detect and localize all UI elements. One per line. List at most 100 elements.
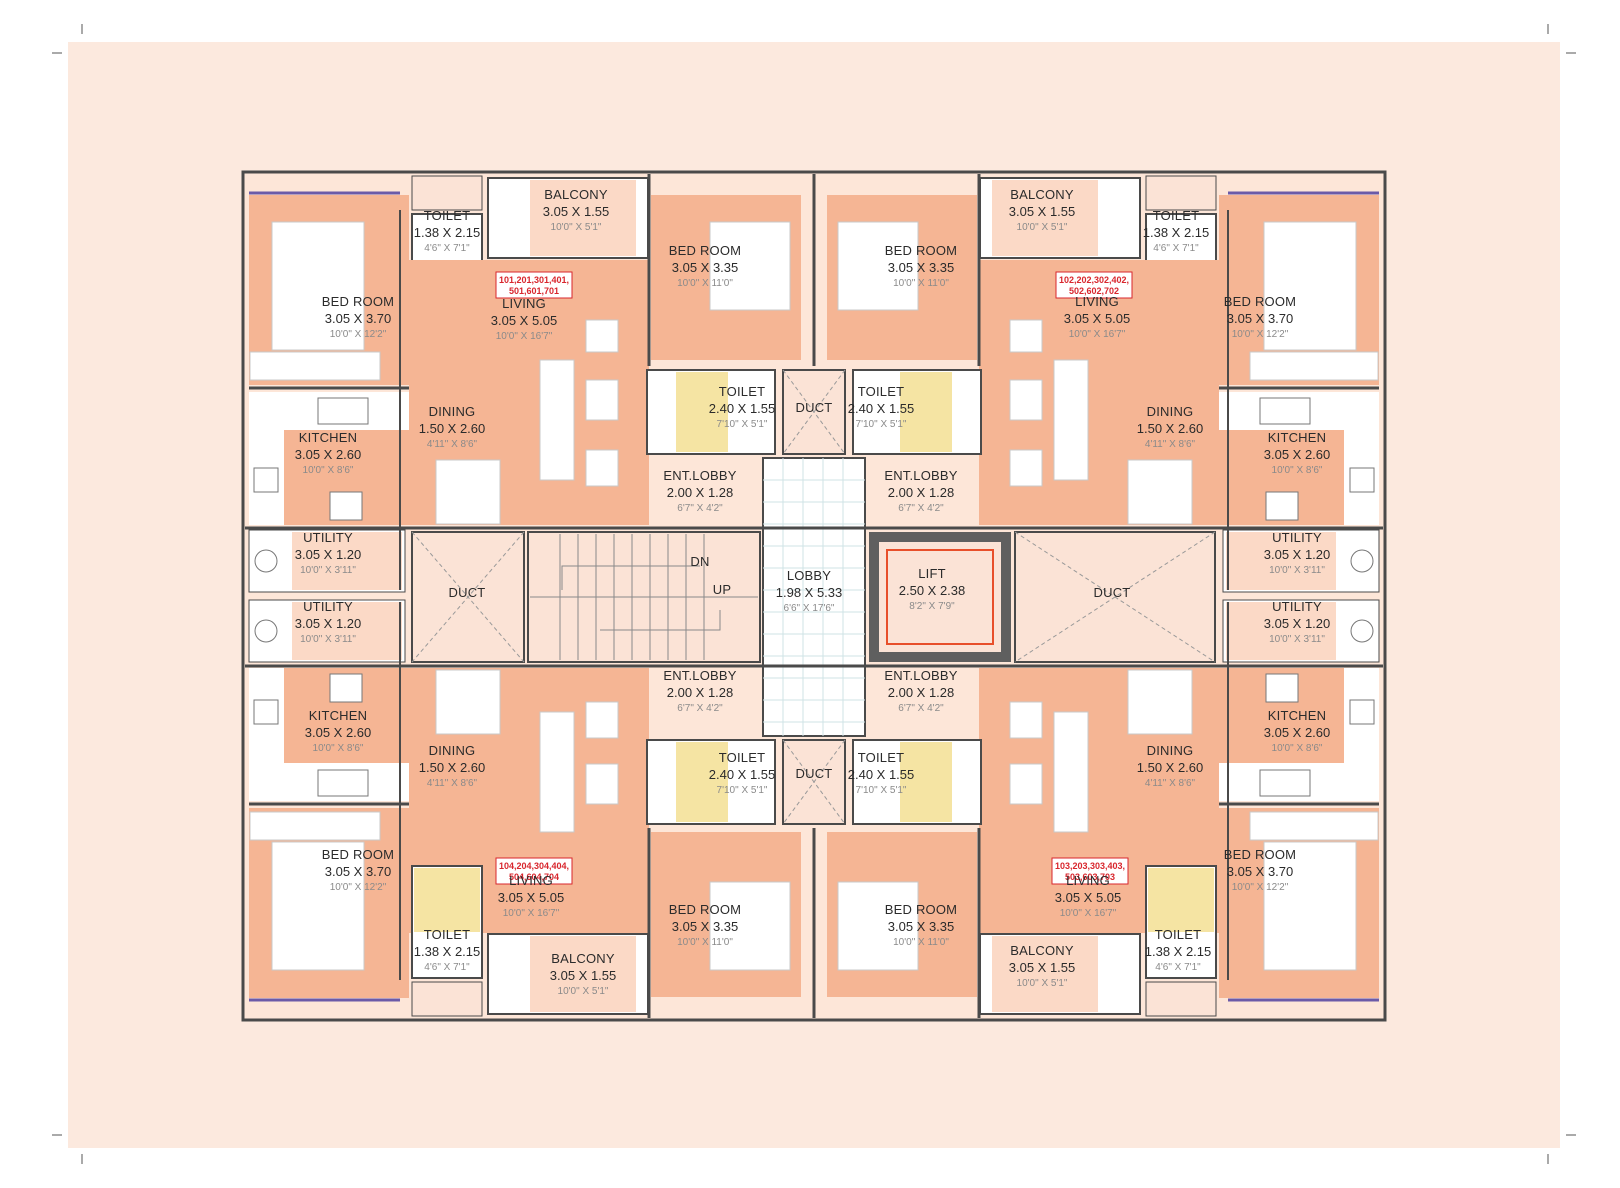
room-imp-text: 10'0" X 3'11" [300,634,356,645]
room-imp-text: 7'10" X 5'1" [717,785,768,796]
room-name-text: LIVING [509,873,553,888]
room-name-text: DUCT [1094,585,1131,600]
room-name-text: KITCHEN [299,430,357,445]
room-imp-text: 10'0" X 8'6" [1272,465,1323,476]
room-name-text: TOILET [719,384,765,399]
room-met-text: 3.05 X 2.60 [1264,725,1331,740]
room-name-text: BALCONY [551,951,615,966]
core [411,369,1216,825]
room-name-text: TOILET [719,750,765,765]
room-met-text: 3.05 X 3.35 [888,919,955,934]
room-name-text: DINING [429,743,476,758]
room-label-br-bed2: BED ROOM 3.05 X 3.35 10'0" X 11'0" [885,902,957,948]
room-imp-text: 10'0" X 5'1" [1017,978,1068,989]
room-name-text: LIFT [918,566,946,581]
room-name-text: KITCHEN [1268,430,1326,445]
room-name-text: BED ROOM [322,294,394,309]
room-met-text: 3.05 X 3.35 [672,919,739,934]
stair-up-label: UP [713,582,731,597]
room-met-text: 3.05 X 3.35 [672,260,739,275]
room-name-text: BALCONY [544,187,608,202]
room-name-text: UTILITY [1272,530,1322,545]
room-imp-text: 10'0" X 8'6" [1272,743,1323,754]
room-met-text: 3.05 X 3.70 [325,311,392,326]
room-met-text: 1.50 X 2.60 [419,760,486,775]
unit-top-left: 101,201,301,401,501,601,701 [248,175,801,593]
room-name-text: TOILET [424,927,470,942]
room-name-text: BALCONY [1010,187,1074,202]
room-label-tl-bed2: BED ROOM 3.05 X 3.35 10'0" X 11'0" [669,243,741,289]
room-imp-text: 10'0" X 12'2" [1232,329,1289,340]
room-name-text: UTILITY [1272,599,1322,614]
room-name-text: BED ROOM [885,902,957,917]
crop-marks [52,24,1576,1164]
room-imp-text: 10'0" X 8'6" [303,465,354,476]
room-imp-text: 4'6" X 7'1" [1155,962,1201,973]
room-imp-text: 10'0" X 5'1" [558,986,609,997]
room-label-bl-living: LIVING 3.05 X 5.05 10'0" X 16'7" [498,873,565,919]
room-met-text: 3.05 X 5.05 [1055,890,1122,905]
room-imp-text: 10'0" X 3'11" [1269,634,1325,645]
room-imp-text: 4'6" X 7'1" [1153,243,1199,254]
room-imp-text: 10'0" X 8'6" [313,743,364,754]
room-name-text: UTILITY [303,530,353,545]
room-met-text: 3.05 X 1.20 [1264,616,1331,631]
room-imp-text: 10'0" X 16'7" [503,908,560,919]
room-met-text: 2.50 X 2.38 [899,583,966,598]
room-met-text: 1.50 X 2.60 [419,421,486,436]
room-name-text: BED ROOM [669,243,741,258]
room-met-text: 1.50 X 2.60 [1137,421,1204,436]
room-imp-text: 10'0" X 16'7" [1060,908,1117,919]
room-met-text: 1.98 X 5.33 [776,585,843,600]
room-label-duct-right: DUCT [1094,585,1131,600]
room-imp-text: 4'11" X 8'6" [1145,439,1196,450]
room-imp-text: 7'10" X 5'1" [856,419,907,430]
room-met-text: 1.38 X 2.15 [414,944,481,959]
room-imp-text: 10'0" X 12'2" [1232,882,1289,893]
room-met-text: 3.05 X 5.05 [498,890,565,905]
room-imp-text: 6'6" X 17'6" [784,603,835,614]
room-name-text: KITCHEN [309,708,367,723]
room-imp-text: 6'7" X 4'2" [898,703,944,714]
room-name-text: BED ROOM [1224,847,1296,862]
room-imp-text: 10'0" X 11'0" [893,937,949,948]
room-met-text: 2.00 X 1.28 [667,685,734,700]
room-met-text: 2.00 X 1.28 [888,485,955,500]
unit-number-tag: 101,201,301,401,501,601,701 [499,275,569,296]
room-imp-text: 8'2" X 7'9" [909,601,955,612]
room-name-text: TOILET [858,750,904,765]
room-imp-text: 10'0" X 11'0" [677,937,733,948]
room-name-text: LIVING [1066,873,1110,888]
unit-bottom-right: 103,203,303,403,503,603,703 [827,599,1380,1017]
room-imp-text: 10'0" X 11'0" [677,278,733,289]
room-met-text: 3.05 X 2.60 [1264,447,1331,462]
room-met-text: 3.05 X 5.05 [491,313,558,328]
room-name-text: LIVING [502,296,546,311]
room-imp-text: 10'0" X 16'7" [496,331,553,342]
room-imp-text: 4'6" X 7'1" [424,243,470,254]
room-name-text: TOILET [1153,208,1199,223]
room-met-text: 3.05 X 3.35 [888,260,955,275]
room-met-text: 3.05 X 1.55 [543,204,610,219]
room-name-text: BED ROOM [885,243,957,258]
room-met-text: 1.38 X 2.15 [1143,225,1210,240]
partition-walls [245,174,1383,1018]
room-name-text: LOBBY [787,568,831,583]
room-label-duct-left: DUCT [449,585,486,600]
room-label-lift: LIFT 2.50 X 2.38 8'2" X 7'9" [899,566,966,612]
